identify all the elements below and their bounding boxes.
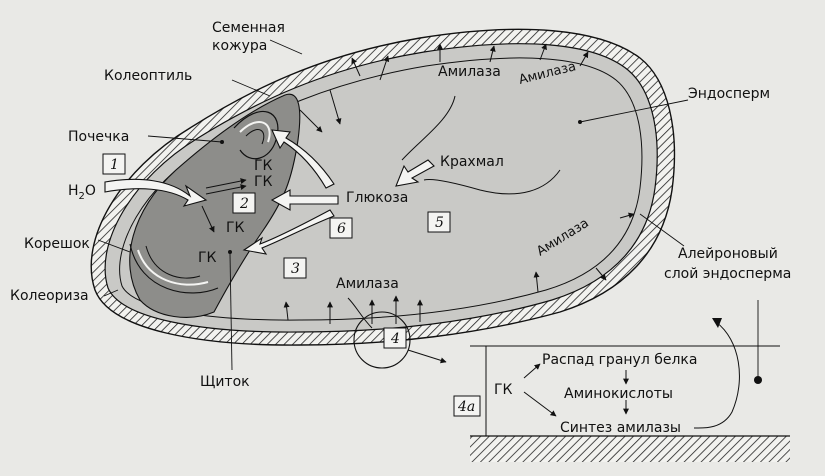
- label-scutellum: Щиток: [200, 374, 250, 390]
- label-amylase-top1: Амилаза: [438, 64, 501, 80]
- label-aleurone-line2: слой эндосперма: [664, 266, 791, 282]
- label-ga-1: ГК: [254, 158, 273, 174]
- radicle-shape: [137, 249, 209, 286]
- label-aleurone-line1: Алейроновый: [678, 246, 778, 262]
- box-5: 5: [435, 215, 444, 231]
- inset-amylase-synthesis: Синтез амилазы: [560, 420, 681, 436]
- inset-aleurone-detail: [470, 318, 790, 462]
- step-boxes: [102, 153, 481, 417]
- label-glucose: Глюкоза: [346, 190, 408, 206]
- label-amylase-bottom: Амилаза: [336, 276, 399, 292]
- box-3: 3: [291, 261, 300, 277]
- box-2: 2: [239, 196, 249, 212]
- label-bud: Почечка: [68, 129, 129, 145]
- label-coleoptile: Колеоптиль: [104, 68, 192, 84]
- label-ga-3: ГК: [226, 220, 245, 236]
- thin-arrows: [201, 43, 635, 329]
- aleurone-zoom-circle: [353, 311, 411, 369]
- label-coleorhiza: Колеориза: [10, 288, 89, 304]
- inset-protein-breakdown: Распад гранул белка: [542, 352, 697, 368]
- hollow-arrows: [104, 129, 435, 255]
- label-seed-coat-line1: Семенная: [212, 20, 285, 36]
- box-1: 1: [110, 157, 119, 173]
- inset-amino-acids: Аминокислоты: [564, 386, 673, 402]
- embryo-region: [129, 93, 301, 318]
- label-seed-coat-line2: кожура: [212, 38, 267, 54]
- box-4a: 4а: [457, 399, 475, 415]
- label-ga-2: ГК: [254, 174, 273, 190]
- label-starch: Крахмал: [440, 154, 504, 170]
- label-radicle: Корешок: [24, 236, 90, 252]
- leader-lines: [97, 39, 759, 380]
- label-ga-4: ГК: [198, 250, 217, 266]
- label-endosperm: Эндосперм: [688, 86, 770, 102]
- label-water: H2O: [68, 183, 96, 202]
- box-6: 6: [337, 221, 346, 237]
- box-4: 4: [390, 331, 400, 347]
- inset-ga: ГК: [494, 382, 513, 398]
